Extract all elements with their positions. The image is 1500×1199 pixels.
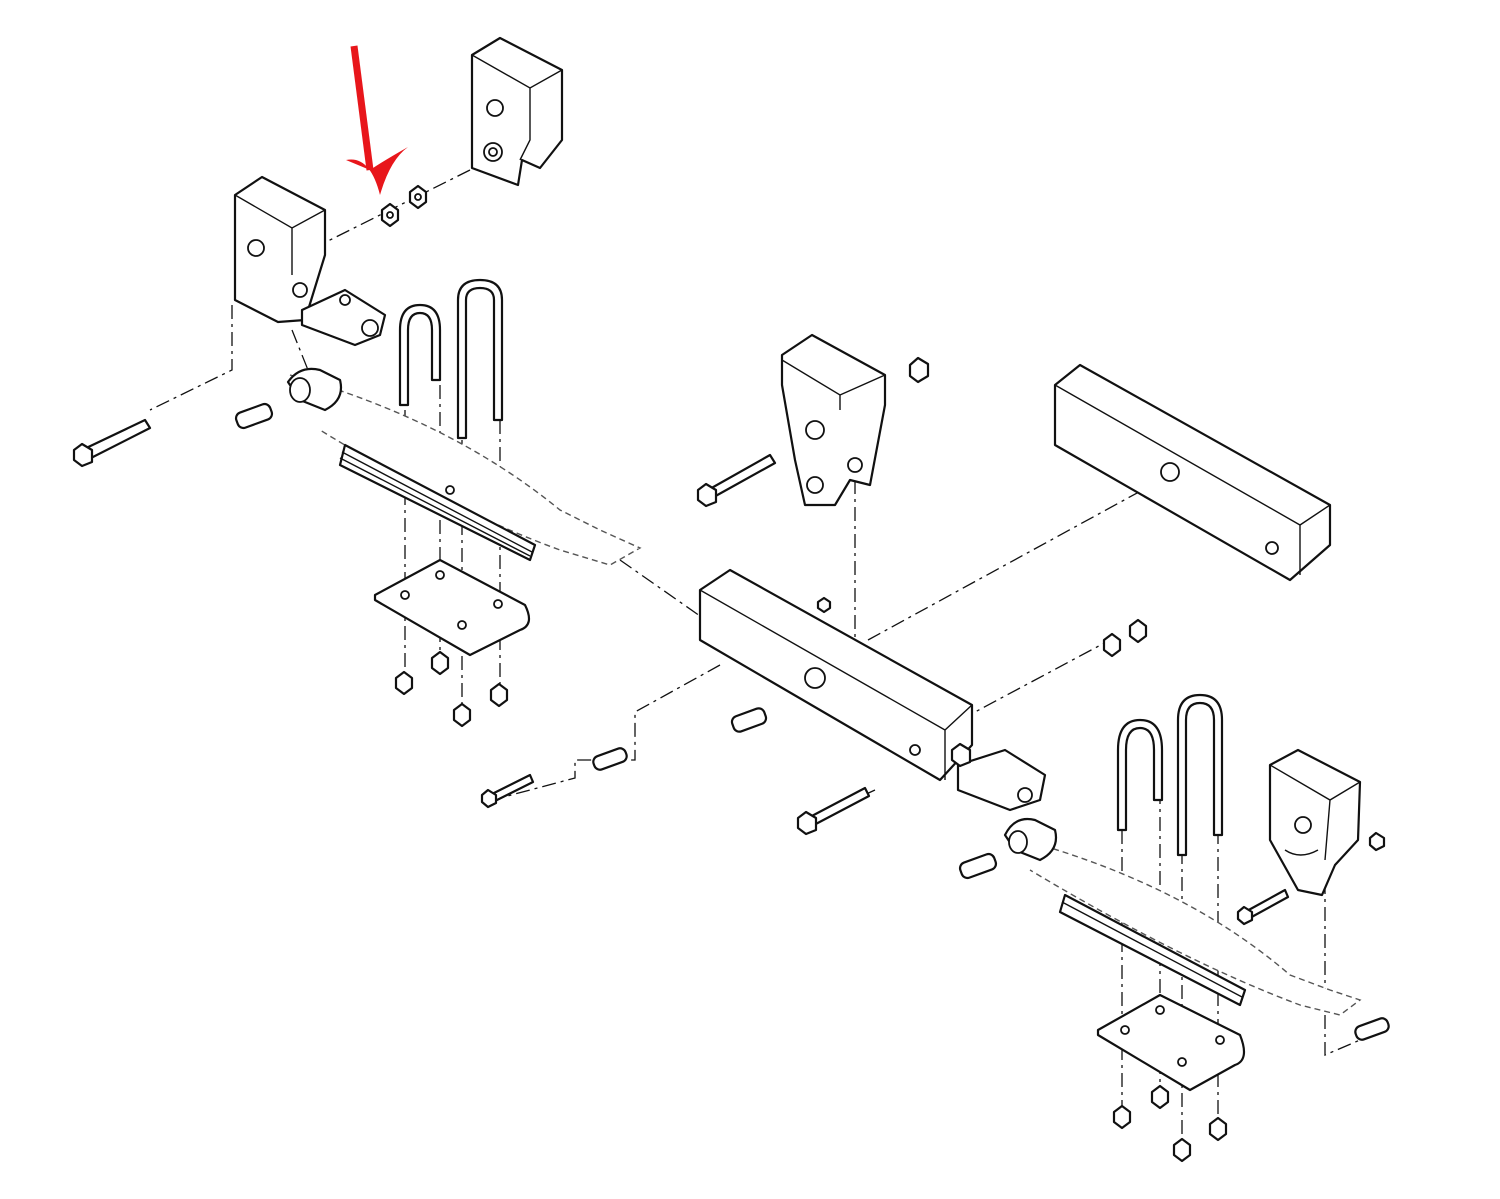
shackle-right (950, 742, 1047, 812)
hanger-bracket-front-left (233, 175, 327, 324)
hex-nuts-left-plate (394, 650, 509, 728)
equalizer-center (592, 568, 1148, 782)
hanger-bracket-center (780, 333, 930, 507)
bolts (72, 418, 1290, 926)
leaf-spring-right (958, 817, 1390, 1041)
spring-plate-left (373, 558, 531, 657)
leaf-spring-left (234, 367, 642, 566)
hanger-bracket-top (470, 36, 564, 187)
hanger-bracket-rear (1268, 748, 1386, 897)
arrow-down-icon (346, 45, 408, 195)
u-bolts-right (1116, 693, 1224, 857)
hex-nuts-top (380, 184, 428, 228)
u-bolts-left (398, 278, 504, 440)
shackle-left (300, 288, 387, 347)
hex-nuts-right-plate (1112, 1084, 1228, 1163)
equalizer-rear (1053, 363, 1332, 582)
spring-plate-right (1096, 993, 1246, 1092)
